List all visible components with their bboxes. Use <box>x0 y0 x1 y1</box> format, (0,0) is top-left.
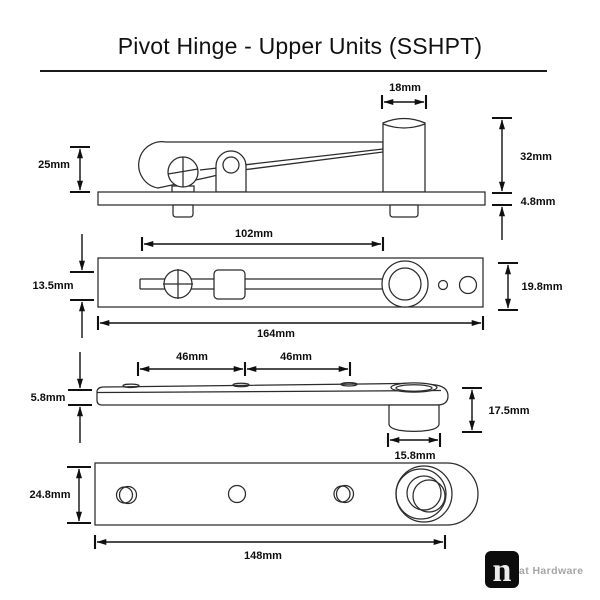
brand-logo-letter: n <box>492 551 512 589</box>
dim-label-hole-spacing-b: 46mm <box>280 351 312 363</box>
dim-label-channel-length: 102mm <box>235 228 273 240</box>
dim-label-hole-spacing-a: 46mm <box>176 351 208 363</box>
dim-label-cup-depth: 17.5mm <box>488 405 530 417</box>
dim-label-pin-width: 18mm <box>389 82 421 94</box>
brand-logo-text: at Hardware <box>519 565 584 577</box>
brand-logo: n <box>485 551 519 588</box>
dim-label-pin-height: 32mm <box>520 151 552 163</box>
dim-label-cup-diameter: 15.8mm <box>394 450 436 462</box>
dim-label-upper-overall-length: 164mm <box>257 328 295 340</box>
dim-label-end-width: 19.8mm <box>521 281 563 293</box>
lower-unit-side-view <box>68 352 482 447</box>
dim-label-lower-overall-length: 148mm <box>244 550 282 562</box>
page-title: Pivot Hinge - Upper Units (SSHPT) <box>117 33 483 59</box>
dim-label-lower-plate-width: 24.8mm <box>29 489 71 501</box>
dim-label-body-width: 13.5mm <box>32 280 74 292</box>
lower-unit-top-view <box>67 462 479 549</box>
dim-label-lower-plate-thickness: 5.8mm <box>30 392 66 404</box>
upper-unit-top-view <box>70 234 518 338</box>
upper-unit-side-view <box>70 95 512 240</box>
dim-label-mechanism-height: 25mm <box>38 159 70 171</box>
dim-label-upper-plate-thickness: 4.8mm <box>520 196 556 208</box>
title-underline <box>40 70 547 72</box>
